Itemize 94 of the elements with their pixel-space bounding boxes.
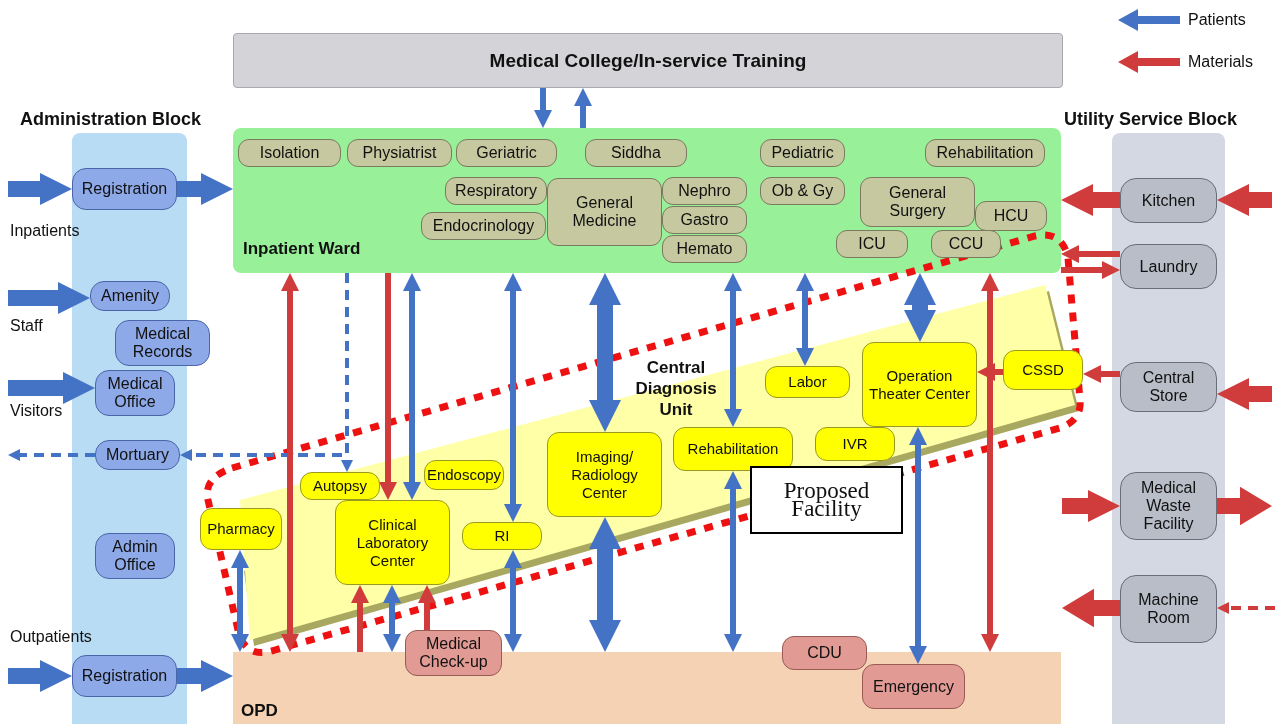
arrow: [8, 449, 95, 461]
block-heading: Central Diagnosis Unit: [634, 357, 718, 420]
double-arrow: [281, 273, 299, 652]
legend-label: Materials: [1188, 52, 1253, 72]
arrow: [8, 372, 95, 404]
double-arrow: [724, 273, 742, 427]
office-box: Mortuary: [95, 440, 180, 470]
double-arrow: [403, 273, 421, 500]
facility-box: IVR: [815, 427, 895, 461]
facility-box: RI: [462, 522, 542, 550]
ward-unit-box: Isolation: [238, 139, 341, 167]
utility-box: Medical Waste Facility: [1120, 472, 1217, 540]
ward-unit-box: Physiatrist: [347, 139, 452, 167]
ward-unit-box: Hemato: [662, 235, 747, 263]
ward-unit-box: Nephro: [662, 177, 747, 205]
facility-box: Clinical Laboratory Center: [335, 500, 450, 585]
flow-label: Inpatients: [10, 221, 80, 241]
outpatient-unit-box: Medical Check-up: [405, 630, 502, 676]
arrow: [8, 282, 90, 314]
arrow: [1061, 245, 1120, 263]
block-heading: Administration Block: [20, 108, 202, 131]
facility-box: Operation Theater Center: [862, 342, 977, 427]
office-box: Admin Office: [95, 533, 175, 579]
ward-unit-box: Geriatric: [456, 139, 557, 167]
double-arrow: [724, 471, 742, 652]
double-arrow: [589, 273, 621, 432]
ward-unit-box: Endocrinology: [421, 212, 546, 240]
arrow: [1217, 184, 1272, 216]
ward-panel: [233, 128, 1061, 273]
double-arrow: [504, 550, 522, 652]
training-band: Medical College/In-service Training: [233, 33, 1063, 88]
arrow: [379, 273, 397, 500]
ward-unit-box: Gastro: [662, 206, 747, 234]
arrow: [418, 585, 436, 630]
double-arrow: [504, 273, 522, 522]
arrow: [534, 88, 552, 128]
double-arrow: [231, 550, 249, 652]
ward-unit-box: General Medicine: [547, 178, 662, 246]
facility-box: Endoscopy: [424, 460, 504, 490]
ward-unit-box: Ob & Gy: [760, 177, 845, 205]
double-arrow: [589, 517, 621, 652]
arrow: [351, 585, 369, 652]
arrow: [177, 660, 233, 692]
ward-unit-box: ICU: [836, 230, 908, 258]
block-heading: Utility Service Block: [1064, 108, 1238, 131]
office-box: Registration: [72, 168, 177, 210]
arrow: [1217, 602, 1275, 614]
ward-unit-box: Respiratory: [445, 177, 547, 205]
ward-unit-box: CCU: [931, 230, 1001, 258]
utility-box: Laundry: [1120, 244, 1217, 289]
block-heading: OPD: [241, 699, 278, 722]
facility-box: Autopsy: [300, 472, 380, 500]
arrow: [574, 88, 592, 128]
ward-unit-box: Siddha: [585, 139, 687, 167]
arrow: [1217, 378, 1272, 410]
double-arrow: [981, 273, 999, 652]
utility-box: Central Store: [1120, 362, 1217, 412]
arrow: [177, 173, 233, 205]
office-box: Amenity: [90, 281, 170, 311]
flow-label: Outpatients: [10, 627, 92, 647]
legend-label: Patients: [1188, 10, 1246, 30]
ward-unit-box: HCU: [975, 201, 1047, 231]
double-arrow: [383, 585, 401, 652]
double-arrow: [909, 427, 927, 664]
facility-box: Imaging/ Radiology Center: [547, 432, 662, 517]
outpatient-unit-box: CDU: [782, 636, 867, 670]
flow-label: Staff: [10, 316, 43, 336]
arrow: [1217, 486, 1272, 526]
arrow: [1083, 365, 1120, 383]
flow-label: Visitors: [10, 401, 63, 421]
utility-box: Machine Room: [1120, 575, 1217, 643]
facility-box: CSSD: [1003, 350, 1083, 390]
double-arrow: [796, 273, 814, 366]
facility-box: Pharmacy: [200, 508, 282, 550]
office-box: Medical Office: [95, 370, 175, 416]
block-heading: Inpatient Ward: [243, 237, 361, 260]
office-box: Medical Records: [115, 320, 210, 366]
arrow: [977, 363, 1003, 381]
ward-unit-box: Rehabilitation: [925, 139, 1045, 167]
arrow: [8, 173, 72, 205]
arrow: [1061, 184, 1120, 216]
utility-box: Kitchen: [1120, 178, 1217, 223]
ward-unit-box: Pediatric: [760, 139, 845, 167]
double-arrow: [904, 273, 936, 342]
ward-unit-box: General Surgery: [860, 177, 975, 227]
facility-box: Rehabilitation: [673, 427, 793, 471]
arrow: [1062, 588, 1120, 628]
arrow: [1062, 490, 1120, 522]
office-box: Registration: [72, 655, 177, 697]
arrow: [1061, 261, 1120, 279]
facility-box: Labor: [765, 366, 850, 398]
outpatient-unit-box: Emergency: [862, 664, 965, 709]
callout-box: Proposed Facility: [750, 466, 903, 534]
arrow: [8, 660, 72, 692]
